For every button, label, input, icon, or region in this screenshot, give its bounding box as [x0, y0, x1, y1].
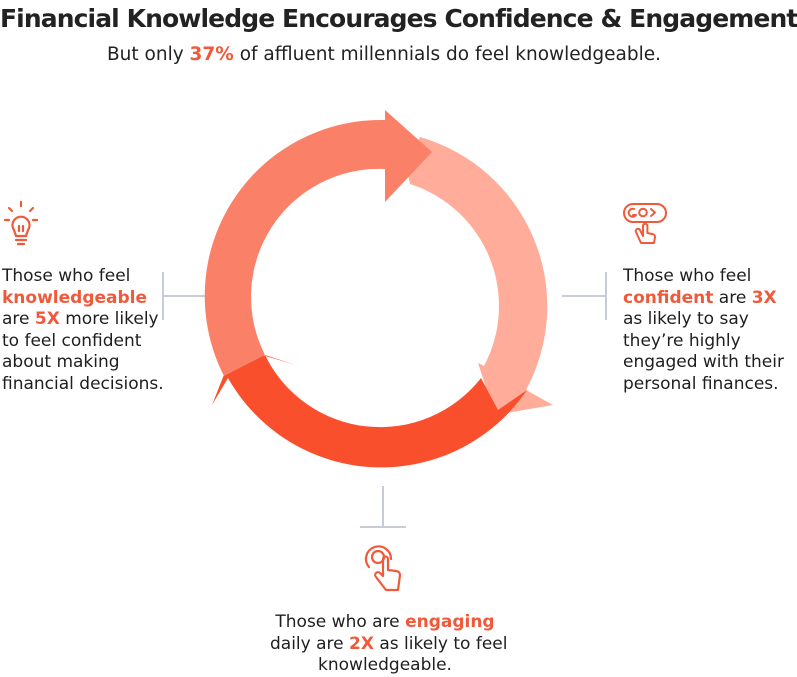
stat-highlight: 5X [34, 309, 60, 329]
stat-text: more likely [59, 309, 159, 329]
stat-text: are [713, 287, 752, 308]
stat-line: Those who feel [623, 266, 768, 288]
stat-text: to feel confident [2, 330, 142, 351]
stat-text: about making [2, 352, 120, 372]
stat-line: to feel confident [2, 331, 162, 353]
subtitle-lead: But only [106, 44, 190, 65]
stat-text: as likely to say [623, 309, 749, 329]
page-subtitle: But only 37% of affluent millennials do … [0, 44, 768, 65]
stat-highlight: knowledgeable [2, 287, 148, 308]
stat-highlight: engaging [405, 612, 495, 632]
stat-line: about making [2, 352, 162, 374]
stat-line: financial decisions. [2, 373, 164, 396]
stat-line: daily are 2X as likely to feel [270, 633, 507, 656]
cycle-diagram [3, 110, 667, 592]
cycle-arrow-bottom [212, 347, 527, 468]
subtitle-highlight: 37% [189, 44, 234, 65]
page-title: Financial Knowledge Encourages Confidenc… [0, 4, 797, 33]
stat-text: personal finances. [623, 373, 779, 394]
stat-text: Those who are [275, 612, 406, 632]
stat-highlight: confident [623, 287, 714, 308]
stat-line: as likely to say [623, 309, 768, 331]
cycle-arrow-right [406, 137, 553, 415]
tap-hand-icon [364, 545, 402, 592]
lightbulb-icon [3, 200, 39, 246]
stat-line: personal finances. [623, 374, 779, 396]
cycle-arrow-top-left [204, 110, 432, 376]
stat-text: knowledgeable. [318, 655, 452, 675]
stat-line: engaged with their [623, 352, 784, 374]
stat-highlight: 3X [751, 287, 777, 308]
stat-line: knowledgeable. [270, 655, 500, 677]
connector-left [162, 272, 209, 320]
stat-line: confident are 3X [623, 287, 777, 310]
stat-line: are 5X more likely [2, 309, 162, 331]
connector-bottom [360, 486, 406, 528]
stat-text: Those who feel [2, 266, 131, 286]
stat-text: Those who feel [623, 266, 752, 286]
stat-text: they’re highly [623, 330, 741, 351]
connector-right [562, 272, 607, 320]
stat-text: are [2, 309, 35, 329]
stat-line: Those who feel [2, 266, 162, 288]
stat-text: daily are [270, 633, 350, 654]
stat-line: knowledgeable [2, 288, 162, 310]
stat-highlight: 2X [349, 633, 374, 654]
stat-text: financial decisions. [2, 373, 164, 394]
go-button-icon [623, 203, 667, 244]
stat-text: as likely to feel [373, 633, 508, 654]
subtitle-tail: of affluent millennials do feel knowledg… [233, 44, 662, 65]
stat-text: engaged with their [623, 352, 784, 372]
stat-line: Those who are engaging [270, 612, 500, 634]
stat-line: they’re highly [623, 331, 768, 353]
